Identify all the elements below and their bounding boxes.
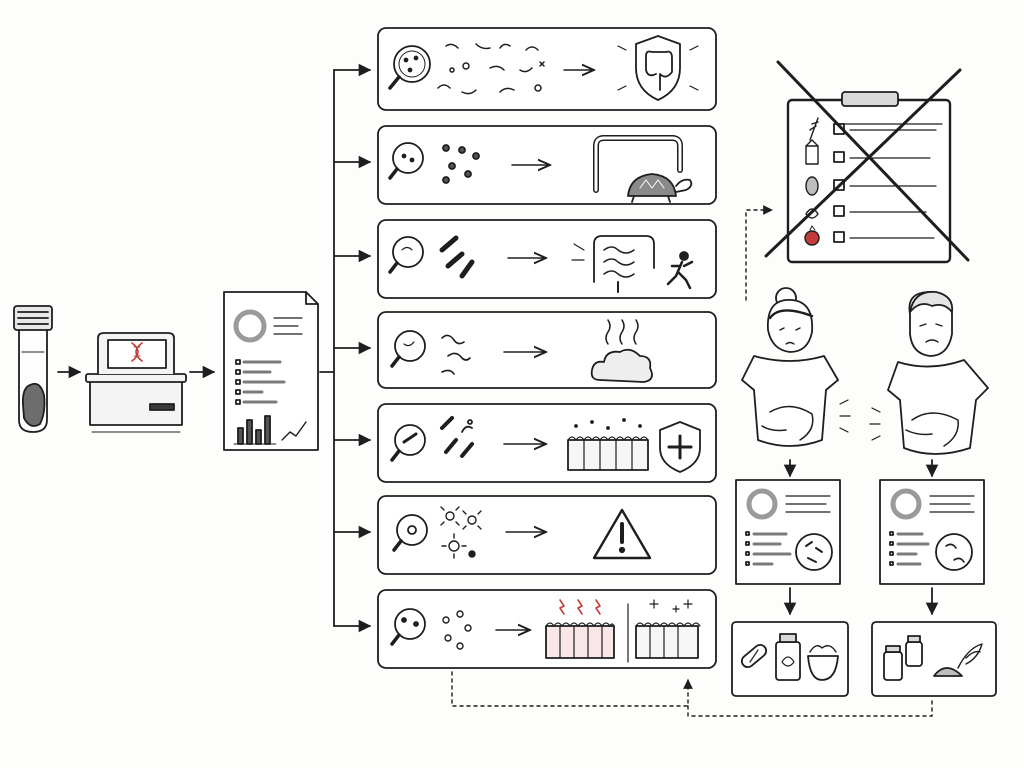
supplement-bottles-icon [740,633,839,681]
curved-bacteria-icon [441,334,471,375]
rod-bacteria-icon [439,235,475,279]
stool-sample-tube-icon [13,305,53,433]
inflamed-lining-icon [545,599,615,659]
finding-panel-barrier-support [377,403,717,483]
mixed-bacteria-icon [440,416,474,458]
cross-out-line [776,60,970,262]
magnifier-icon [388,142,424,180]
gas-cloud-icon [590,319,653,383]
crossed-out-diet-clipboard-icon [764,60,970,264]
finding-panel-motility [377,219,717,299]
finding-panel-low-diversity [377,125,717,205]
slow-transit-gut-icon [593,135,693,203]
magnifier-icon [388,45,431,90]
patient-report-male [879,479,985,585]
fast-transit-gut-icon [571,235,694,293]
patient-female [741,287,851,447]
bacteria-cluster-icon [437,43,545,95]
magnifier-icon [390,608,426,646]
magnifier-icon [392,514,428,552]
cross-out-line [764,68,962,258]
finding-panel-protective [377,27,717,111]
dotted-link-arrow [745,205,773,301]
intervention-box-male [871,621,997,697]
finding-panel-gas-producers [377,311,717,389]
finding-panel-inflammation [377,589,717,669]
intervention-box-female [731,621,849,697]
running-person-icon [666,251,694,290]
dna-sequencer-icon [85,332,187,433]
supplement-bottles-icon [883,635,983,681]
warning-icon [592,508,652,560]
protected-gut-icon [617,35,699,101]
branch-connector [319,63,372,633]
food-icons [804,117,820,246]
sparse-bacteria-icon [442,144,480,184]
healthy-lining-icon [635,599,701,659]
magnifier-icon [390,330,426,368]
patient-male [869,290,989,455]
health-shield-icon [659,421,701,473]
dotted-return-path [687,699,933,717]
magnifier-icon [390,424,426,462]
spiky-bacteria-icon [440,506,482,559]
intestinal-barrier-icon [567,418,649,471]
microbiome-report-icon [223,291,319,451]
magnifier-icon [388,236,424,274]
patient-report-female [735,479,841,585]
dotted-return-path [451,671,693,707]
finding-panel-pathobionts [377,495,717,575]
round-bacteria-icon [442,610,472,650]
